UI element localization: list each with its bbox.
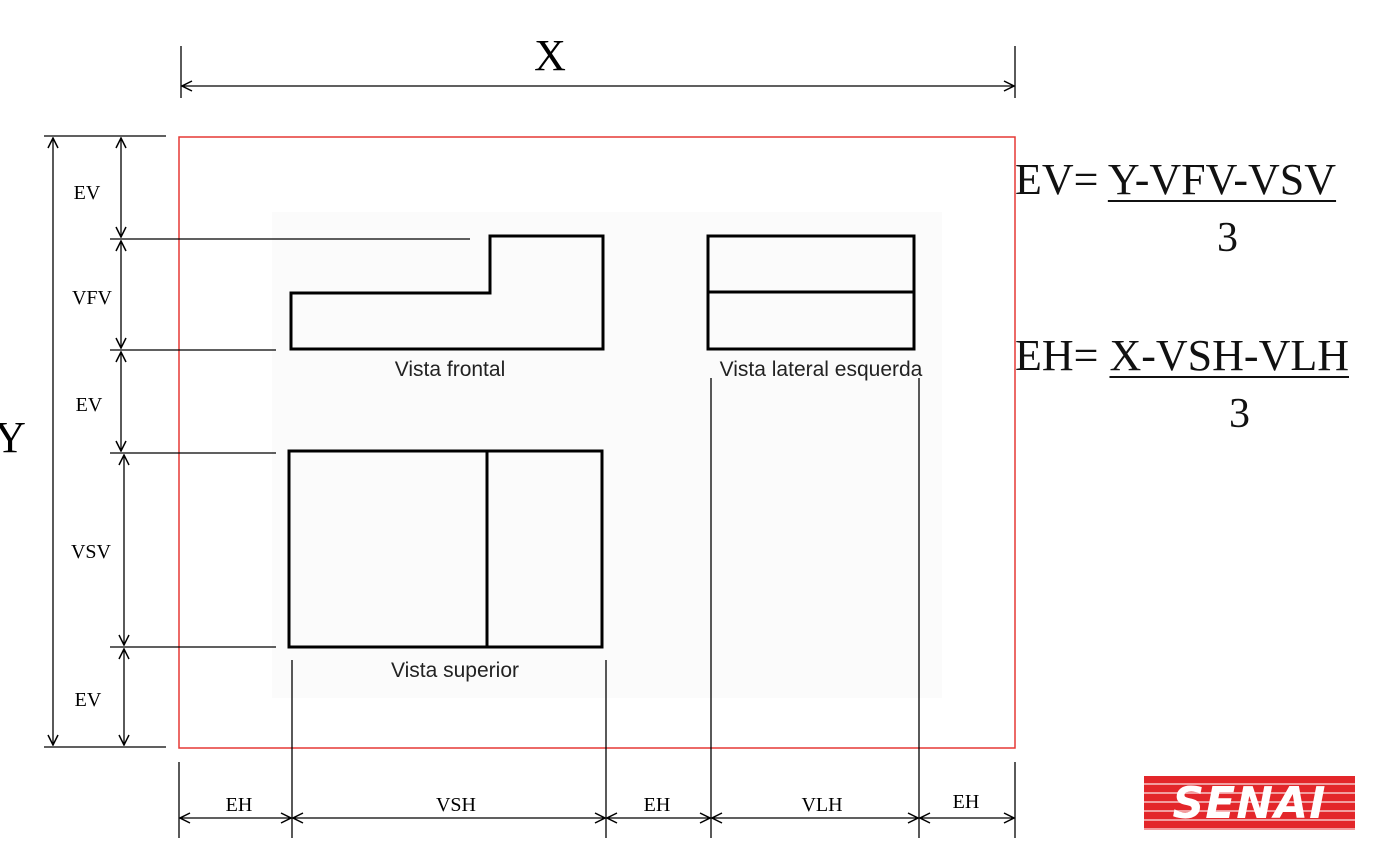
front-view-label: Vista frontal [395, 358, 506, 381]
vsv-label: VSV [71, 541, 112, 563]
ev-label-top: EV [74, 182, 101, 204]
eh-label-2: EH [644, 794, 671, 816]
ev-formula: EV= Y-VFV-VSV [1015, 158, 1336, 202]
vsh-label: VSH [436, 794, 476, 816]
vfv-label: VFV [72, 287, 113, 309]
x-dimension [180, 46, 1016, 98]
x-label: X [534, 31, 566, 80]
drawing-background [272, 212, 942, 698]
eh-formula: EH= X-VSH-VLH [1015, 334, 1349, 378]
vlh-label: VLH [801, 794, 842, 816]
left-view-shape [706, 234, 916, 351]
eh-formula-denominator: 3 [1229, 391, 1250, 437]
logo-stripes [1144, 776, 1355, 830]
senai-logo-text: SENAI [1172, 777, 1327, 829]
y-label: Y [0, 413, 26, 462]
eh-formula-prefix: EH= [1015, 331, 1099, 380]
top-view-shape [287, 449, 604, 649]
top-view-label: Vista superior [391, 659, 519, 682]
eh-label-3: EH [953, 791, 980, 813]
ev-formula-numerator: Y-VFV-VSV [1107, 155, 1337, 204]
ev-label-bottom: EV [75, 689, 102, 711]
ev-formula-denominator: 3 [1217, 215, 1238, 261]
eh-label-1: EH [226, 794, 253, 816]
vertical-subdimensions [110, 138, 470, 745]
ev-formula-prefix: EV= [1015, 155, 1099, 204]
ev-label-middle: EV [76, 394, 103, 416]
horizontal-subdimensions [178, 378, 1016, 838]
senai-logo: SENAI [1144, 776, 1355, 830]
front-view-shape [289, 234, 605, 351]
left-view-label: Vista lateral esquerda [720, 358, 923, 381]
eh-formula-numerator: X-VSH-VLH [1109, 331, 1349, 380]
sheet-border [178, 136, 1016, 749]
y-dimension [44, 135, 166, 748]
